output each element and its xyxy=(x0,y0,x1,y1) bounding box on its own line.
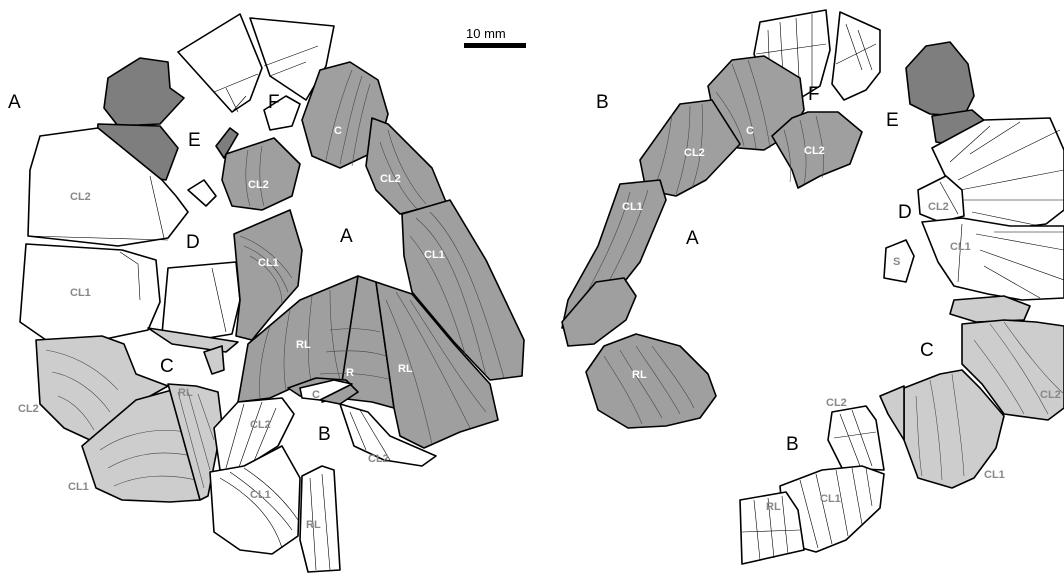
plate-f-left xyxy=(178,14,262,112)
right-label-cl2-top-left: CL2 xyxy=(684,147,705,159)
right-figure: B A F E D C B C CL2 CL2 CL1 RL CL2 CL1 S… xyxy=(562,10,1064,564)
left-label-cl2-bottom: CL2 xyxy=(18,403,39,415)
left-label-cl1-b: CL1 xyxy=(250,489,271,501)
right-region-d: D xyxy=(898,202,912,223)
right-region-e: E xyxy=(886,110,899,131)
left-region-e: E xyxy=(188,130,201,151)
right-region-b-top: B xyxy=(596,92,609,113)
left-label-c-top: C xyxy=(334,125,342,137)
plate-cl2-inner xyxy=(222,138,300,210)
plate-small-d-top xyxy=(188,180,216,206)
right-region-f: F xyxy=(808,84,820,105)
left-label-c-b: C xyxy=(312,389,320,401)
left-label-cl2-white: CL2 xyxy=(70,191,91,203)
right-label-cl2-c: CL2 xyxy=(1040,389,1061,401)
left-region-b: B xyxy=(318,424,331,445)
left-label-cl1-inner: CL1 xyxy=(258,257,279,269)
right-label-s: S xyxy=(893,256,900,268)
left-region-f: F xyxy=(268,92,280,113)
left-label-rl-left: RL xyxy=(296,339,311,351)
scale-bar-line xyxy=(464,43,526,48)
plate-cl2-topright xyxy=(366,118,446,214)
right-label-cl1-left: CL1 xyxy=(622,201,643,213)
right-label-cl2-d: CL2 xyxy=(928,201,949,213)
scale-bar: 10 mm xyxy=(464,26,526,48)
plate-sliver-c-right xyxy=(204,346,224,374)
left-label-cl2-b-right: CL2 xyxy=(368,453,389,465)
left-label-rl-c: RL xyxy=(178,387,193,399)
r-plate-c-small xyxy=(880,386,904,440)
left-label-cl2-topright: CL2 xyxy=(380,173,401,185)
left-region-a-outer: A xyxy=(8,92,21,113)
right-label-rl-b: RL xyxy=(766,501,781,513)
left-label-rl-b: RL xyxy=(306,519,321,531)
scale-bar-label: 10 mm xyxy=(466,26,506,41)
right-region-a: A xyxy=(686,228,699,249)
r-plate-cl2-b xyxy=(828,406,884,470)
right-label-c-top: C xyxy=(746,125,754,137)
right-label-cl2-top-right: CL2 xyxy=(804,145,825,157)
r-plate-small-left xyxy=(562,278,636,346)
left-label-rl-right: RL xyxy=(398,363,413,375)
left-label-cl1-right: CL1 xyxy=(424,249,445,261)
plate-e-upper xyxy=(104,58,184,126)
right-region-c: C xyxy=(920,340,934,361)
left-label-cl1-white: CL1 xyxy=(70,287,91,299)
left-label-cl2-b: CL2 xyxy=(250,419,271,431)
left-label-cl2-inner: CL2 xyxy=(248,179,269,191)
left-figure: A A B C D E F CL2 CL1 C CL2 CL1 RL R RL … xyxy=(8,14,524,572)
right-label-cl1-d: CL1 xyxy=(950,241,971,253)
right-label-cl2-b: CL2 xyxy=(826,397,847,409)
left-region-a-center: A xyxy=(340,226,353,247)
left-region-c: C xyxy=(160,356,174,377)
r-plate-cl1-d xyxy=(922,218,1064,300)
r-plate-e-upper xyxy=(906,42,974,116)
right-region-b-bottom: B xyxy=(786,434,799,455)
right-label-cl1-b: CL1 xyxy=(820,493,841,505)
left-label-cl1-bottom: CL1 xyxy=(68,481,89,493)
r-plate-rl-bottom xyxy=(586,334,716,428)
left-label-r-center: R xyxy=(346,367,354,379)
right-label-cl1-c: CL1 xyxy=(984,469,1005,481)
plate-d-white-right xyxy=(162,262,240,340)
r-plate-top-right-white xyxy=(832,12,880,100)
right-label-rl-bottom: RL xyxy=(632,369,647,381)
left-region-d: D xyxy=(186,232,200,253)
